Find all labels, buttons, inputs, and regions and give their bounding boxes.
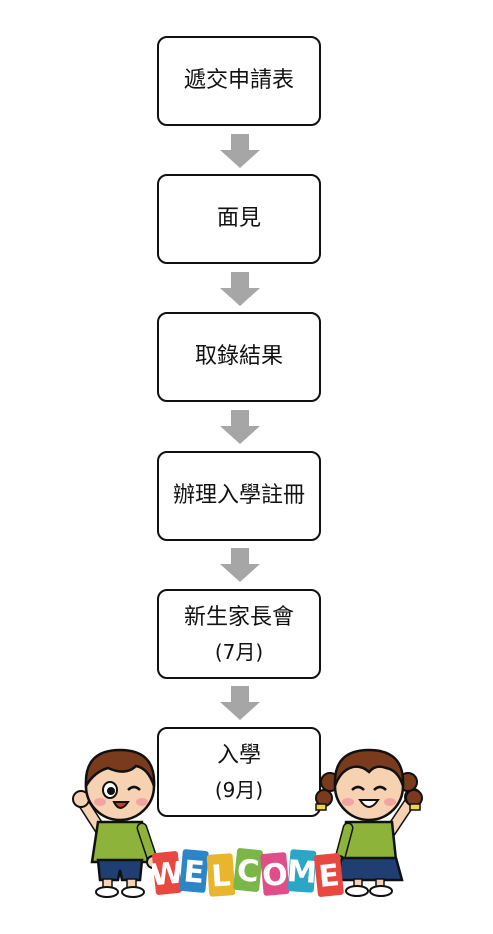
welcome-letter-tile: E — [314, 853, 344, 897]
step-registration: 辦理入學註冊 — [157, 451, 321, 541]
welcome-letter-tile: L — [206, 853, 236, 897]
welcome-letter-tile: O — [260, 852, 290, 896]
welcome-letter-tile: M — [286, 849, 318, 893]
step-date: (7月) — [214, 639, 264, 664]
step-title: 面見 — [216, 206, 261, 232]
welcome-letter-tile: C — [233, 848, 263, 892]
welcome-letter-tile: W — [152, 851, 185, 895]
girl-illustration — [315, 748, 423, 897]
down-arrow-icon — [220, 272, 260, 306]
svg-text:E: E — [182, 854, 205, 891]
step-title: 辦理入學註冊 — [172, 483, 305, 509]
step-title: 取錄結果 — [194, 344, 283, 370]
svg-text:E: E — [317, 858, 341, 895]
welcome-letter-tile: E — [179, 849, 209, 893]
step-submit-application: 遞交申請表 — [157, 36, 321, 126]
step-interview: 面見 — [157, 174, 321, 264]
step-parent-meeting: 新生家長會 (7月) — [157, 589, 321, 679]
welcome-banner: W E L C O M E — [152, 848, 344, 897]
svg-text:L: L — [210, 858, 232, 894]
down-arrow-icon — [220, 410, 260, 444]
step-title: 入學 — [216, 743, 261, 769]
svg-text:O: O — [261, 857, 289, 894]
svg-text:M: M — [286, 854, 318, 891]
step-title: 遞交申請表 — [183, 68, 294, 94]
svg-text:C: C — [235, 853, 261, 890]
down-arrow-icon — [220, 686, 260, 720]
down-arrow-icon — [220, 134, 260, 168]
step-enrolment: 入學 (9月) — [157, 727, 321, 817]
step-admission-result: 取錄結果 — [157, 312, 321, 402]
down-arrow-icon — [220, 548, 260, 582]
step-date: (9月) — [214, 777, 264, 802]
step-title: 新生家長會 — [183, 605, 294, 631]
